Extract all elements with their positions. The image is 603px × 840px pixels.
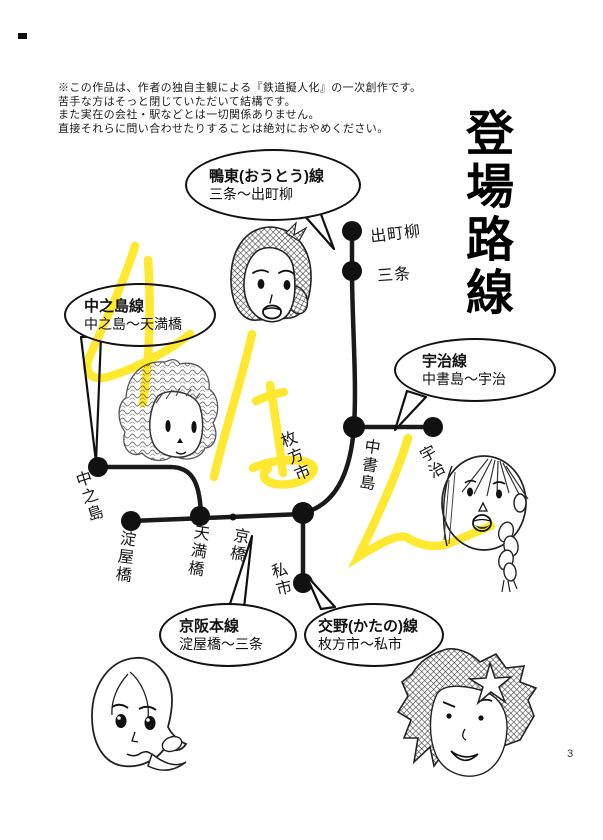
station-dot-nakanoshima (88, 457, 108, 477)
disclaimer-text: ※この作品は、作者の独自主観による『鉄道擬人化』の一次創作です。 苦手な方はそっ… (58, 81, 478, 135)
line-route: 枚方市〜私市 (318, 635, 402, 652)
page-title: 登場路線 (457, 108, 513, 320)
portrait-hood-woman (91, 656, 188, 771)
station-dot-hirakatashi (292, 502, 314, 524)
bubble-tails (79, 207, 428, 611)
star-hair-ornament (467, 660, 514, 706)
tail-uji (393, 389, 428, 432)
scan-mark (18, 33, 27, 39)
line-name: 中之島線 (84, 297, 145, 315)
station-label-kyobashi: 京橋 (225, 525, 252, 565)
portrait-headscarf-girl (230, 221, 312, 323)
station-dot-chushojima (343, 416, 365, 438)
line-name: 交野(かたの)線 (318, 617, 418, 635)
station-label-yodoyabashi: 淀屋橋 (111, 529, 138, 586)
tail-katano (304, 573, 337, 611)
line-name: 京阪本線 (179, 617, 240, 635)
station-dot-sanjo (342, 261, 362, 281)
station-dot-temmabashi (190, 506, 210, 526)
line-route: 中書島〜宇治 (422, 370, 506, 387)
line-route: 中之島〜天満橋 (84, 315, 182, 332)
line-name: 鴨東(おうとう)線 (209, 167, 324, 185)
rail-nakanoshima-line (95, 464, 204, 519)
station-label-kisaichi: 私市 (266, 560, 295, 600)
station-label-demachiyanagi: 出町柳 (369, 220, 423, 247)
station-dot-demachiyanagi (342, 221, 362, 241)
disclaimer-line: 苦手な方はそっと閉じていただいて結構です。 (58, 94, 296, 108)
station-dot-uji (423, 417, 443, 437)
station-label-sanjo: 三条 (376, 263, 412, 286)
line-route: 三条〜出町柳 (209, 185, 293, 202)
bubble-keihan-main-line: 京阪本線 淀屋橋〜三条 (159, 603, 297, 667)
rail-main-west (128, 511, 306, 524)
bubble-nakanoshima-line: 中之島線 中之島〜天満橋 (64, 283, 216, 347)
station-label-hirakatashi: 枚方市 (275, 428, 314, 486)
station-label-temmabashi: 天満橋 (183, 522, 212, 580)
disclaimer-line: 直接それらに問い合わせたりすることは絶対におやめください。 (58, 121, 389, 135)
bubble-uji-line: 宇治線 中書島〜宇治 (394, 338, 556, 402)
rail-lines (95, 228, 436, 586)
portrait-spiky-hair-character (396, 648, 538, 777)
bubble-katano-line: 交野(かたの)線 枚方市〜私市 (304, 603, 444, 667)
station-dot-yodoyabashi (121, 511, 141, 531)
station-dot-kyobashi (229, 513, 237, 521)
bubble-oto-line: 鴨東(おうとう)線 三条〜出町柳 (185, 149, 361, 221)
disclaimer-line: また実在の会社・駅などとは一切関係ありません。 (58, 108, 320, 121)
line-name: 宇治線 (422, 352, 468, 370)
station-label-nakanoshima: 中之島 (71, 468, 106, 526)
station-label-uji: 宇治 (414, 442, 449, 484)
page-number: 3 (567, 748, 574, 760)
station-dots (88, 221, 443, 593)
station-label-chushojima: 中書島 (355, 437, 382, 494)
disclaimer-line: ※この作品は、作者の独自主観による『鉄道擬人化』の一次創作です。 (58, 81, 422, 94)
line-route: 淀屋橋〜三条 (179, 635, 263, 652)
